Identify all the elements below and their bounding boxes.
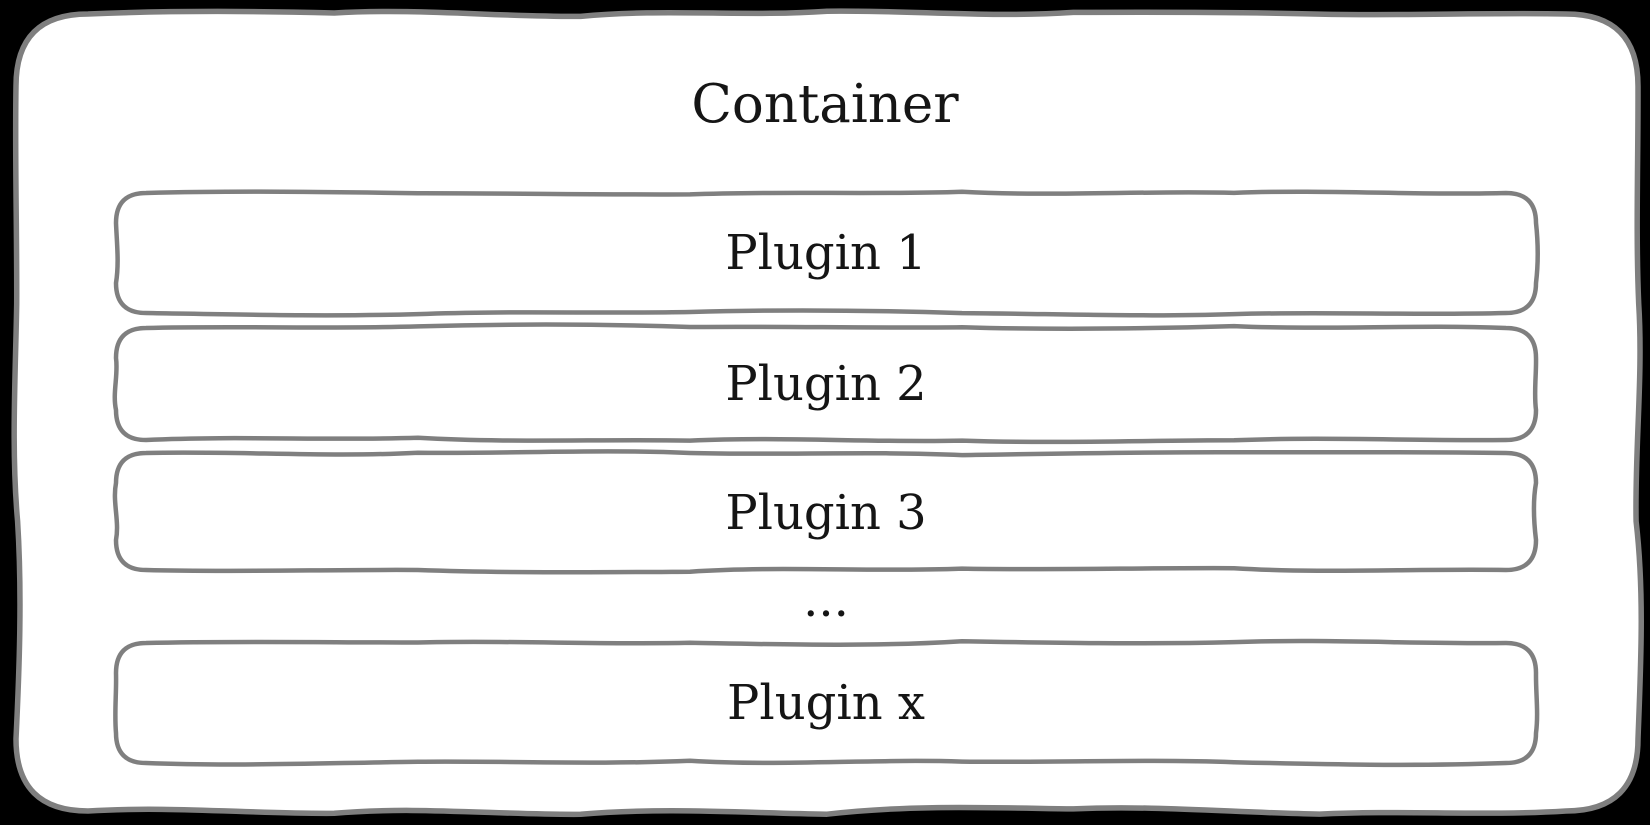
container-title: Container: [691, 74, 959, 135]
plugin-1-label: Plugin 1: [725, 225, 927, 281]
plugins-ellipsis: ...: [803, 572, 849, 628]
plugin-2-box: [112, 322, 1539, 445]
plugin-x-box: [113, 638, 1540, 768]
plugin-3-box: [112, 449, 1539, 575]
plugin-2-label: Plugin 2: [725, 356, 927, 412]
plugin-3-label: Plugin 3: [725, 485, 927, 541]
plugin-1-box: [113, 189, 1540, 318]
plugin-x-label: Plugin x: [727, 675, 925, 731]
